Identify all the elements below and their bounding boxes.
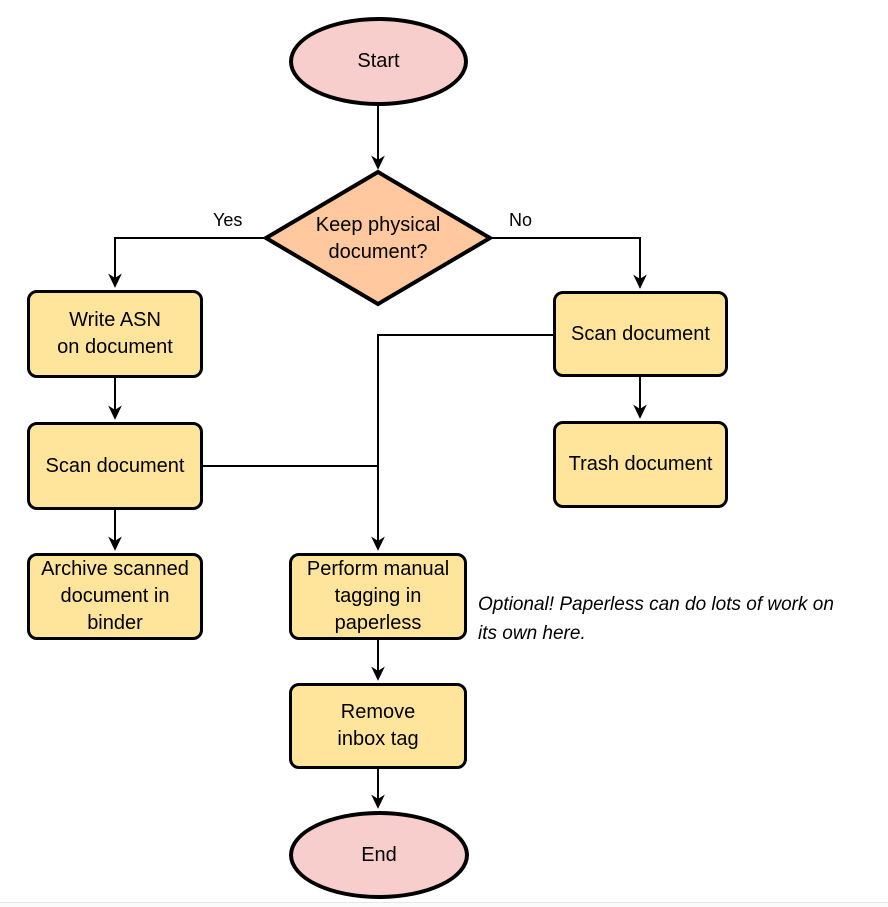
write-asn-line2: on document [57,336,173,358]
edge-label-yes: Yes [210,210,246,230]
connector-scanright-to-tagging [371,334,553,551]
process-manual-tagging: Perform manual tagging in paperless [289,553,467,640]
write-asn-line1: Write ASN [69,309,161,331]
start-terminator: Start [289,17,468,106]
process-scan-document-right: Scan document [553,291,728,377]
process-write-asn: Write ASN on document [27,290,203,378]
decision-keep-physical-document: Keep physical document? [278,211,478,267]
decision-diamond-shape [262,169,494,307]
archive-line1: Archive scanned [41,558,189,580]
connector-yes-branch [108,237,266,288]
scan-right-label: Scan document [571,322,710,345]
connector-no-branch [490,237,647,289]
archive-line3: binder [87,612,143,634]
trash-label: Trash document [568,453,713,475]
process-archive-binder: Archive scanned document in binder [27,553,203,640]
edge-label-no: No [506,210,536,230]
archive-line2: document in [60,585,170,607]
process-scan-document-left: Scan document [27,422,203,510]
remove-inbox-line2: inbox tag [337,728,419,750]
tagging-line2: tagging in [334,585,422,607]
remove-inbox-line1: Remove [340,701,416,723]
screenshot-bottom-border [0,902,888,907]
tagging-line3: paperless [334,612,422,634]
decision-label-line2: document? [328,241,428,263]
optional-note: Optional! Paperless can do lots of work … [478,590,886,648]
start-label: Start [357,50,400,72]
note-line1: Optional! Paperless can do lots of work … [478,594,834,615]
process-trash-document: Trash document [553,421,728,508]
scan-left-label: Scan document [45,454,185,477]
decision-label-line1: Keep physical [315,214,441,236]
tagging-line1: Perform manual [306,558,450,580]
note-line2: its own here. [478,623,586,644]
end-label: End [361,843,397,866]
process-remove-inbox-tag: Remove inbox tag [289,683,467,769]
end-terminator: End [289,811,469,899]
